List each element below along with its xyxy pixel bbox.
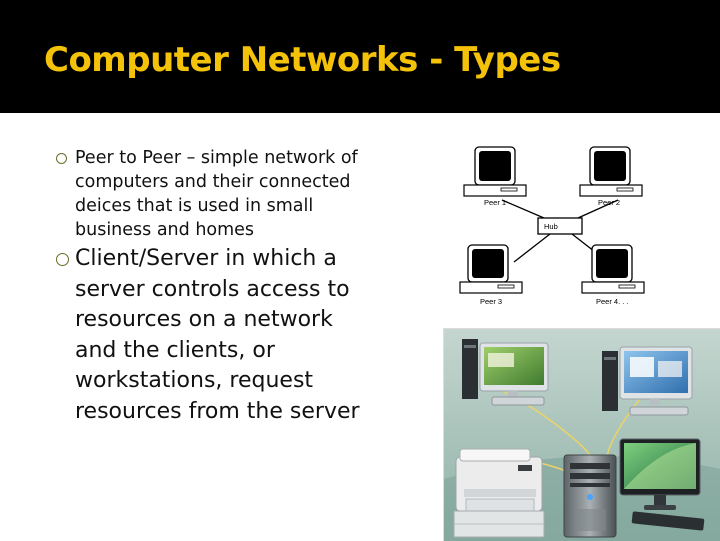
title-bar: Computer Networks - Types [0, 0, 720, 113]
bullet-client-server: Client/Server in which a server controls… [50, 244, 380, 427]
hub-icon [537, 217, 583, 235]
bullet-circle-icon [56, 153, 67, 164]
peer-1-computer-icon [463, 146, 527, 197]
peer-1-label: Peer 1 [484, 198, 506, 207]
workstation-left-icon [462, 339, 549, 406]
client-server-photo [443, 328, 720, 541]
server-tower-icon [563, 454, 617, 538]
printer-icon [453, 448, 545, 538]
peer-4-label: Peer 4. . . [596, 297, 629, 306]
slide-title: Computer Networks - Types [44, 40, 561, 80]
peer-3-computer-icon [459, 244, 523, 294]
peer-4-computer-icon [581, 244, 645, 294]
peer-to-peer-diagram: Peer 1 Peer 2 Hub Peer 3 Peer 4. . . [459, 146, 645, 306]
workstation-right-icon [602, 346, 693, 416]
hub-label: Hub [544, 222, 558, 231]
bullet-peer-to-peer: Peer to Peer – simple network of compute… [50, 146, 380, 242]
bullet-list: Peer to Peer – simple network of compute… [50, 146, 380, 427]
bullet-circle-icon [56, 253, 69, 266]
peer-2-computer-icon [579, 146, 643, 197]
peer-3-label: Peer 3 [480, 297, 502, 306]
bullet-text: Peer to Peer – simple network of compute… [75, 148, 358, 240]
server-monitor-icon [619, 438, 705, 531]
client-server-illustration [444, 329, 720, 541]
peer-2-label: Peer 2 [598, 198, 620, 207]
bullet-text: Client/Server in which a server controls… [75, 246, 360, 424]
